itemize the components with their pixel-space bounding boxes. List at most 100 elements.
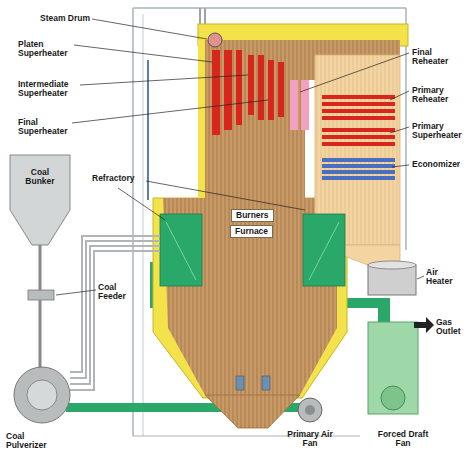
leader-lines — [300, 53, 409, 92]
callout-label: Final Superheater — [18, 118, 76, 137]
coal-pipes — [70, 236, 160, 372]
leader-lines — [72, 100, 268, 123]
coal-pipes — [70, 246, 160, 384]
superheater-tubes — [212, 50, 284, 135]
callout-label: Coal Pulverizer — [6, 432, 66, 451]
burner-nozzles — [236, 376, 270, 390]
primary-superheater-tubes — [322, 128, 395, 146]
coal-pipes — [70, 236, 160, 390]
superheater-tubes — [236, 50, 242, 125]
callout-label: Intermediate Superheater — [18, 80, 80, 99]
primary-air-fan — [305, 405, 315, 415]
refractory-windbox — [166, 222, 196, 280]
leader-lines — [118, 188, 165, 220]
forced-draft-fan — [368, 322, 418, 414]
superheater-tubes — [278, 62, 284, 117]
coal-pipes — [70, 241, 160, 378]
coal-pulverizer — [27, 380, 57, 410]
primary-reheater-tubes — [322, 109, 395, 113]
refractory-windbox — [303, 214, 345, 286]
coal-bunker — [10, 155, 70, 245]
leader-lines — [56, 290, 96, 295]
burner-nozzles — [262, 376, 270, 390]
steam-drum — [208, 33, 222, 47]
callout-label: Steam Drum — [40, 14, 90, 23]
refractory-windbox — [309, 222, 339, 280]
primary-superheater-tubes — [322, 142, 395, 146]
callout-label: Economizer — [412, 160, 460, 169]
coal-feeder — [28, 290, 54, 300]
coal-feeder — [28, 290, 54, 368]
gas-outlet-arrow — [414, 317, 434, 333]
furnace-walls — [205, 395, 300, 428]
building-frame — [143, 14, 144, 436]
primary-air-fan — [298, 398, 322, 422]
steam-drum — [208, 33, 222, 47]
economizer-tubes — [322, 158, 395, 162]
building-frame — [133, 8, 406, 436]
leader-lines — [390, 127, 409, 133]
callout-label: Primary Air Fan — [282, 430, 338, 449]
building-frame — [132, 8, 134, 436]
coal-pulverizer — [14, 367, 70, 423]
coal-pulverizer — [14, 367, 70, 423]
callout-label: Gas Outlet — [436, 318, 468, 337]
final-reheater-tubes — [290, 80, 309, 130]
economizer-tubes — [322, 158, 395, 180]
air-heater — [368, 265, 416, 295]
callout-label: Primary Reheater — [412, 86, 466, 105]
coal-bunker — [39, 245, 42, 290]
final-reheater-tubes — [301, 80, 309, 130]
leader-lines — [92, 19, 207, 39]
superheater-tubes — [248, 55, 254, 115]
leader-lines — [80, 75, 248, 85]
forced-draft-fan — [381, 386, 405, 410]
primary-reheater-tubes — [322, 116, 395, 120]
economizer-tubes — [322, 170, 395, 174]
superheater-tubes — [224, 50, 232, 130]
leader-lines — [74, 45, 212, 62]
callout-label: Final Reheater — [412, 48, 466, 67]
coal-feeder — [39, 300, 42, 368]
leader-lines — [146, 181, 305, 210]
forced-draft-fan — [368, 322, 418, 414]
leader-lines — [392, 165, 409, 167]
callout-label: Forced Draft Fan — [372, 430, 434, 449]
superheater-tubes — [268, 60, 274, 120]
air-heater — [368, 261, 416, 295]
superheater-tubes — [258, 55, 264, 120]
economizer-tubes — [322, 176, 395, 180]
coal-bunker — [10, 155, 70, 290]
superheater-tubes — [212, 50, 220, 135]
primary-reheater-tubes — [322, 95, 395, 120]
text-box: Burners — [231, 209, 274, 222]
callout-label: Refractory — [92, 174, 135, 183]
text-box: Furnace — [230, 225, 273, 238]
riser-pipes — [148, 8, 205, 200]
primary-superheater-tubes — [322, 128, 395, 132]
air-heater — [368, 261, 416, 269]
box-label: Burners — [236, 211, 269, 220]
primary-air-fan — [298, 398, 322, 422]
boiler-casing — [153, 198, 347, 398]
gas-outlet-arrow — [414, 317, 434, 333]
burner-nozzles — [236, 376, 244, 390]
primary-reheater-tubes — [322, 102, 395, 106]
coal-pipes — [70, 251, 160, 390]
callout-label: Air Heater — [426, 268, 466, 287]
leader-lines — [56, 19, 424, 295]
refractory-windbox — [160, 214, 345, 286]
primary-reheater-tubes — [322, 95, 395, 99]
callout-label: Coal Feeder — [98, 283, 140, 302]
building-frame — [133, 7, 406, 9]
leader-lines — [390, 91, 409, 100]
callout-label: Primary Superheater — [412, 122, 466, 141]
callout-label: Platen Superheater — [18, 40, 76, 59]
primary-superheater-tubes — [322, 135, 395, 139]
leader-lines — [417, 276, 424, 279]
box-label: Furnace — [235, 227, 268, 236]
callout-label: Coal Bunker — [15, 168, 65, 187]
economizer-tubes — [322, 164, 395, 168]
refractory-windbox — [160, 214, 202, 286]
